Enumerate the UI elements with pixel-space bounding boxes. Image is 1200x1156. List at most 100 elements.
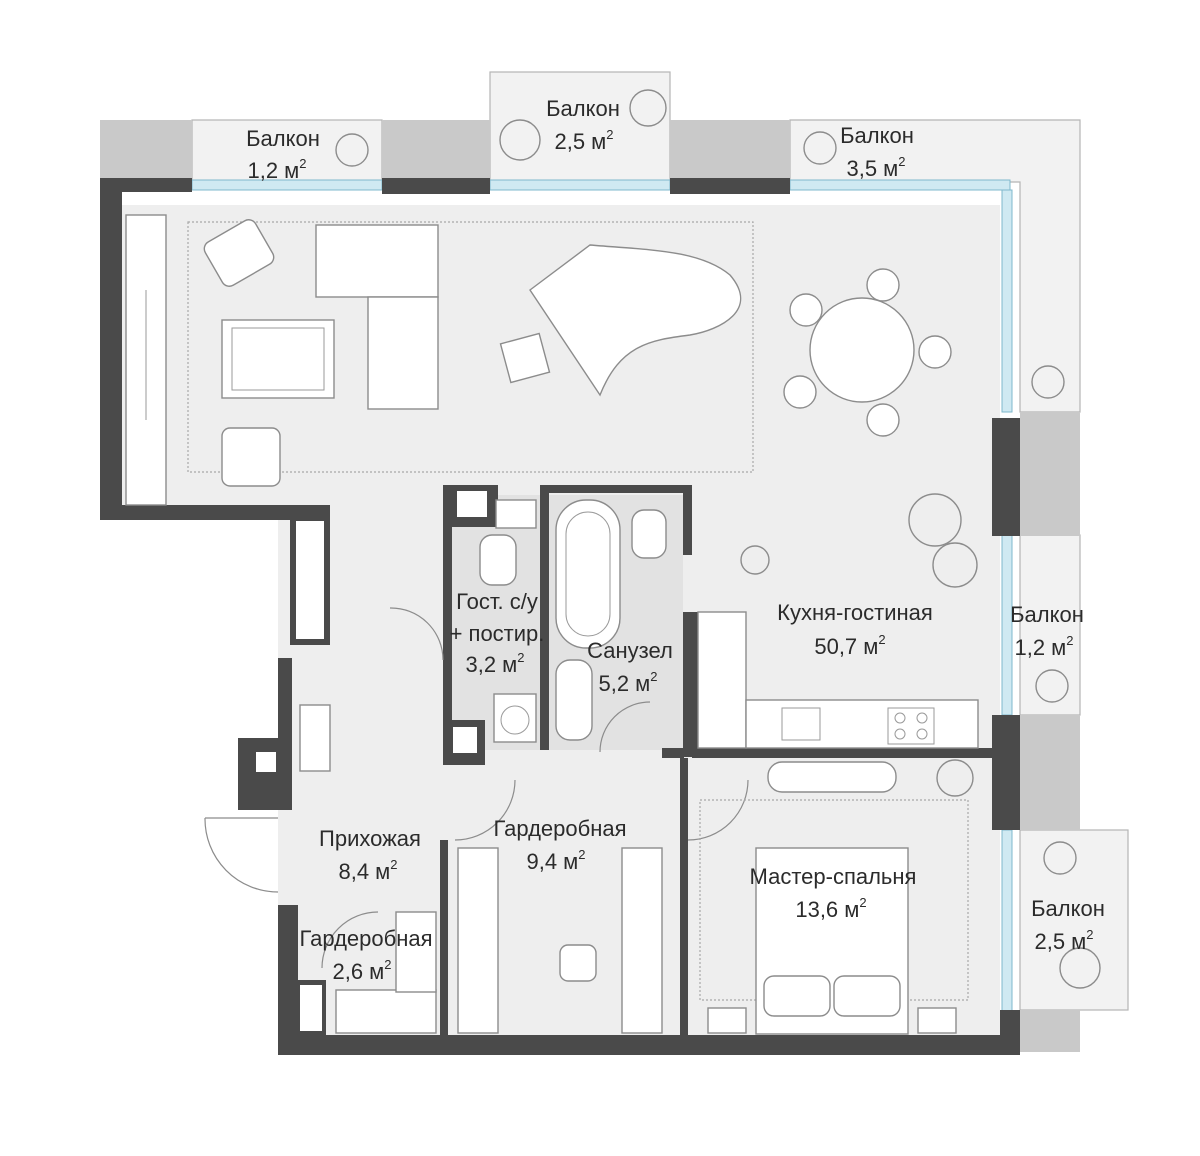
hallway-name: Прихожая — [319, 826, 421, 851]
window — [1001, 189, 1013, 413]
robot-vacuum-icon — [740, 545, 770, 575]
dresser — [767, 761, 897, 793]
wardrobe-door[interactable] — [454, 779, 516, 841]
dining-chair — [783, 375, 817, 409]
kitchen-tall-unit — [697, 611, 747, 749]
balcony-1-area: 1,2 м2 — [247, 156, 306, 183]
hallway-area: 8,4 м2 — [338, 857, 397, 884]
room-labels: Балкон 1,2 м2 Балкон 2,5 м2 Балкон 3,5 м… — [246, 96, 1105, 984]
bathroom-name: Санузел — [587, 638, 673, 663]
toilet-icon — [479, 534, 517, 586]
small-wardrobe-rack — [335, 989, 437, 1034]
coffee-table — [221, 319, 335, 399]
dining-chair — [866, 403, 900, 437]
wardrobe-ottoman — [559, 944, 597, 982]
balcony-3-name: Балкон — [840, 123, 914, 148]
sofa — [315, 224, 439, 298]
window — [789, 179, 1011, 191]
washing-machine-icon — [493, 693, 537, 743]
wardrobe-large-name: Гардеробная — [493, 816, 626, 841]
balcony-2-name: Балкон — [546, 96, 620, 121]
plant-icon — [1035, 669, 1069, 703]
living-furniture — [125, 214, 979, 749]
wardrobe-rack-right — [621, 847, 663, 1034]
armchair — [203, 219, 275, 287]
small-wardrobe-door[interactable] — [321, 911, 379, 969]
bathroom-fixtures — [479, 499, 667, 743]
balcony-5-area: 2,5 м2 — [1034, 927, 1093, 954]
wardrobe-large-area: 9,4 м2 — [526, 847, 585, 874]
kitchen-living-area: 50,7 м2 — [814, 632, 885, 659]
balcony-column — [382, 120, 490, 180]
guest-wc-area: 3,2 м2 — [465, 650, 524, 677]
hall-furniture — [204, 607, 749, 1034]
balcony-1-floor — [191, 119, 383, 183]
dining-chair — [789, 293, 823, 327]
balcony-column — [1020, 412, 1080, 536]
living-rug — [187, 221, 754, 473]
pillow — [763, 975, 831, 1017]
bathroom-door[interactable] — [599, 701, 651, 753]
wardrobe-rack-left — [457, 847, 499, 1034]
dining-table — [809, 297, 915, 403]
balconies — [100, 71, 1129, 1052]
walls — [100, 178, 1020, 1055]
guest-wc-door[interactable] — [389, 607, 444, 661]
plant-icon — [1031, 365, 1065, 399]
nightstand — [917, 1007, 957, 1034]
bathroom-area: 5,2 м2 — [598, 669, 657, 696]
small-wardrobe-shelf — [395, 911, 437, 993]
balcony-column — [670, 120, 790, 180]
plant-icon — [1043, 841, 1077, 875]
balcony-5-floor — [1019, 829, 1129, 1011]
plant-icon — [803, 131, 837, 165]
nightstand — [707, 1007, 747, 1034]
balcony-4-name: Балкон — [1010, 602, 1084, 627]
balcony-1-name: Балкон — [246, 126, 320, 151]
double-sink-icon — [555, 659, 593, 741]
shower-icon — [495, 499, 537, 529]
balcony-4-floor — [1019, 534, 1081, 716]
master-bedroom-name: Мастер-спальня — [750, 864, 917, 889]
guest-wc-name: Гост. с/у — [456, 589, 538, 614]
balcony-2-floor — [489, 71, 671, 183]
wardrobe-small-name: Гардеробная — [299, 926, 432, 951]
plant-icon — [936, 759, 974, 797]
balcony-column — [1020, 1010, 1080, 1052]
plant-icon — [335, 133, 369, 167]
piano-bench — [499, 332, 551, 384]
balcony-3-area: 3,5 м2 — [846, 154, 905, 181]
sofa-chaise — [367, 296, 439, 410]
balcony-column — [100, 120, 192, 180]
plant-icon — [629, 89, 667, 127]
master-bedroom-area: 13,6 м2 — [795, 895, 866, 922]
plant-icon — [908, 493, 962, 547]
window — [489, 179, 671, 191]
bedroom-furniture — [699, 759, 974, 1035]
entry-door[interactable] — [204, 817, 279, 893]
dining-chair — [918, 335, 952, 369]
shoe-cabinet — [299, 704, 331, 772]
grand-piano — [529, 244, 742, 397]
wardrobe-small-area: 2,6 м2 — [332, 957, 391, 984]
balcony-2-area: 2,5 м2 — [554, 127, 613, 154]
balcony-4-area: 1,2 м2 — [1014, 633, 1073, 660]
window — [1001, 829, 1013, 1016]
balcony-decor — [335, 89, 1101, 989]
bathtub-icon — [555, 499, 621, 649]
round-table-icon — [1059, 947, 1101, 989]
balcony-5-name: Балкон — [1031, 896, 1105, 921]
balcony-column — [1020, 715, 1080, 830]
cooktop-icon — [887, 707, 935, 745]
kitchen-living-name: Кухня-гостиная — [777, 600, 933, 625]
toilet-icon — [631, 509, 667, 559]
sink-icon — [781, 707, 821, 741]
armchair — [221, 427, 281, 487]
round-table-icon — [499, 119, 541, 161]
plant-icon — [932, 542, 978, 588]
dining-chair — [866, 268, 900, 302]
pillow — [833, 975, 901, 1017]
kitchen-counter — [745, 699, 979, 749]
guest-wc-name-2: + постир. — [450, 621, 545, 646]
